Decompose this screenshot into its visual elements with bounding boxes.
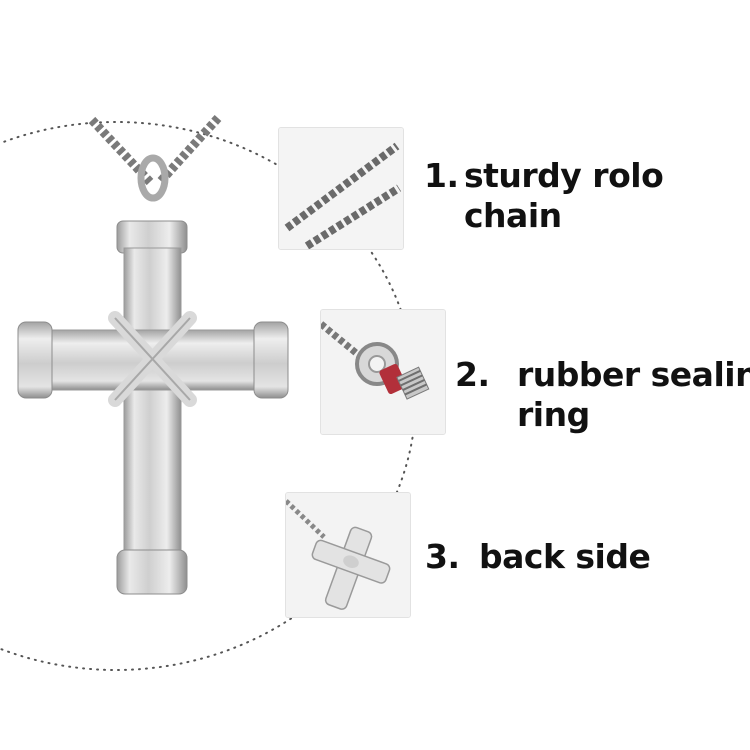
feature-text-line-2: chain <box>464 196 562 235</box>
feature-chain-label: 1.sturdy rolo chain <box>424 156 664 236</box>
feature-text-line-2: ring <box>517 395 590 434</box>
feature-text-line-1: sturdy rolo <box>464 156 664 195</box>
feature-back-side-label: 3. back side <box>425 537 651 577</box>
back-side-thumbnail <box>285 492 411 618</box>
feature-text-line-1: rubber sealing <box>517 355 750 394</box>
feature-text-line-1: back side <box>479 537 651 576</box>
sealing-ring-thumbnail <box>320 309 446 435</box>
feature-sealing-ring-label: 2. rubber sealing ring <box>455 355 750 435</box>
feature-number: 1. <box>424 156 459 195</box>
chain-detail-thumbnail <box>278 127 404 250</box>
feature-number: 2. <box>455 355 490 394</box>
cross-pendant-photo <box>17 114 289 595</box>
feature-number: 3. <box>425 537 460 576</box>
